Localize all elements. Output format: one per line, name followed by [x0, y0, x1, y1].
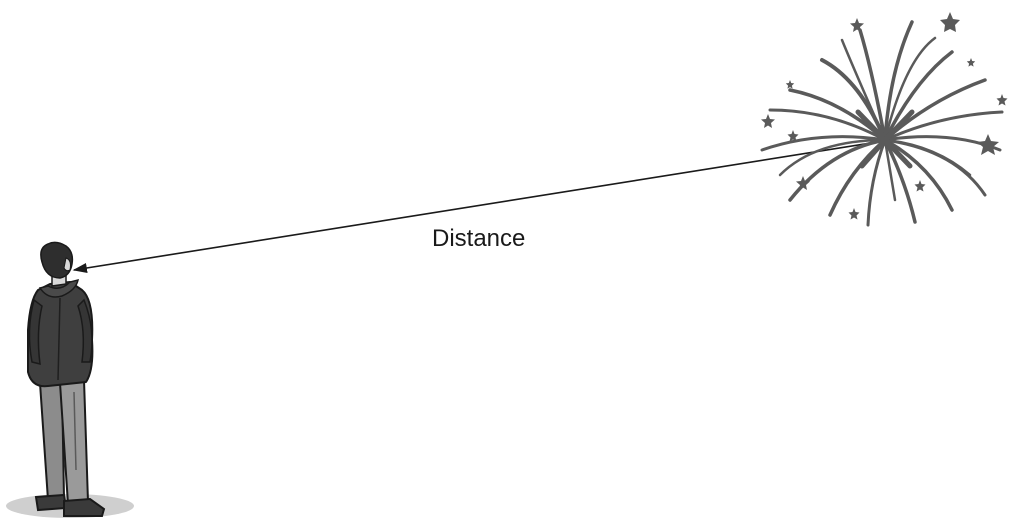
sparkle-stars [761, 12, 1008, 220]
distance-label: Distance [432, 225, 525, 252]
distance-arrow [72, 136, 898, 273]
person-figure [27, 241, 106, 517]
firework-burst [760, 20, 1004, 227]
